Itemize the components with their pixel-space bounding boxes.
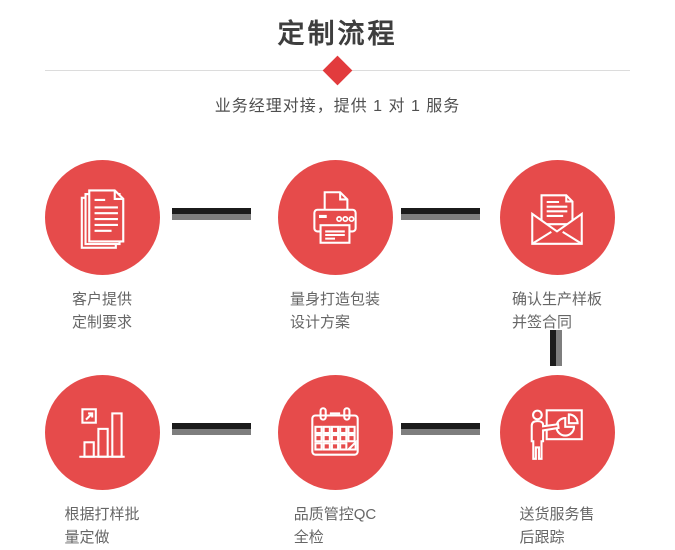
diamond-icon: [322, 55, 353, 86]
envelope-icon: [531, 193, 583, 245]
step-circle: [277, 160, 393, 275]
step-circle: [277, 375, 393, 490]
presentation-icon: [530, 408, 583, 460]
connector-row2-b: [401, 423, 480, 435]
step-label: 客户提供 定制要求: [71, 291, 132, 331]
step-circle: [44, 160, 160, 275]
connector-row2-a: [172, 423, 251, 435]
page-title: 定制流程: [277, 19, 398, 49]
connector-row1-b: [401, 208, 480, 220]
step-label: 量身打造包装 设计方案: [289, 291, 380, 331]
documents-icon: [80, 188, 125, 249]
step-label: 品质管控QC 全检: [293, 506, 377, 546]
step-circle: [499, 375, 615, 490]
step-quality-control: 品质管控QC 全检: [277, 375, 393, 549]
step-label: 根据打样批 量定做: [64, 506, 140, 546]
step-batch-production: 根据打样批 量定做: [44, 375, 160, 549]
step-circle: [44, 375, 160, 490]
step-circle: [499, 160, 615, 275]
step-delivery-aftersales: 送货服务售 后跟踪: [499, 375, 615, 549]
calendar-icon: [311, 406, 359, 456]
printer-icon: [313, 190, 357, 244]
step-customer-requirements: 客户提供 定制要求: [44, 160, 160, 334]
step-sample-contract: 确认生产样板 并签合同: [499, 160, 615, 334]
connector-row1-a: [172, 208, 251, 220]
bar-chart-icon: [79, 407, 125, 458]
subtitle: 业务经理对接，提供 1 对 1 服务: [214, 98, 461, 115]
step-label: 送货服务售 后跟踪: [519, 506, 595, 546]
step-packaging-design: 量身打造包装 设计方案: [277, 160, 393, 334]
step-label: 确认生产样板 并签合同: [511, 291, 602, 331]
connector-vertical: [550, 330, 562, 366]
